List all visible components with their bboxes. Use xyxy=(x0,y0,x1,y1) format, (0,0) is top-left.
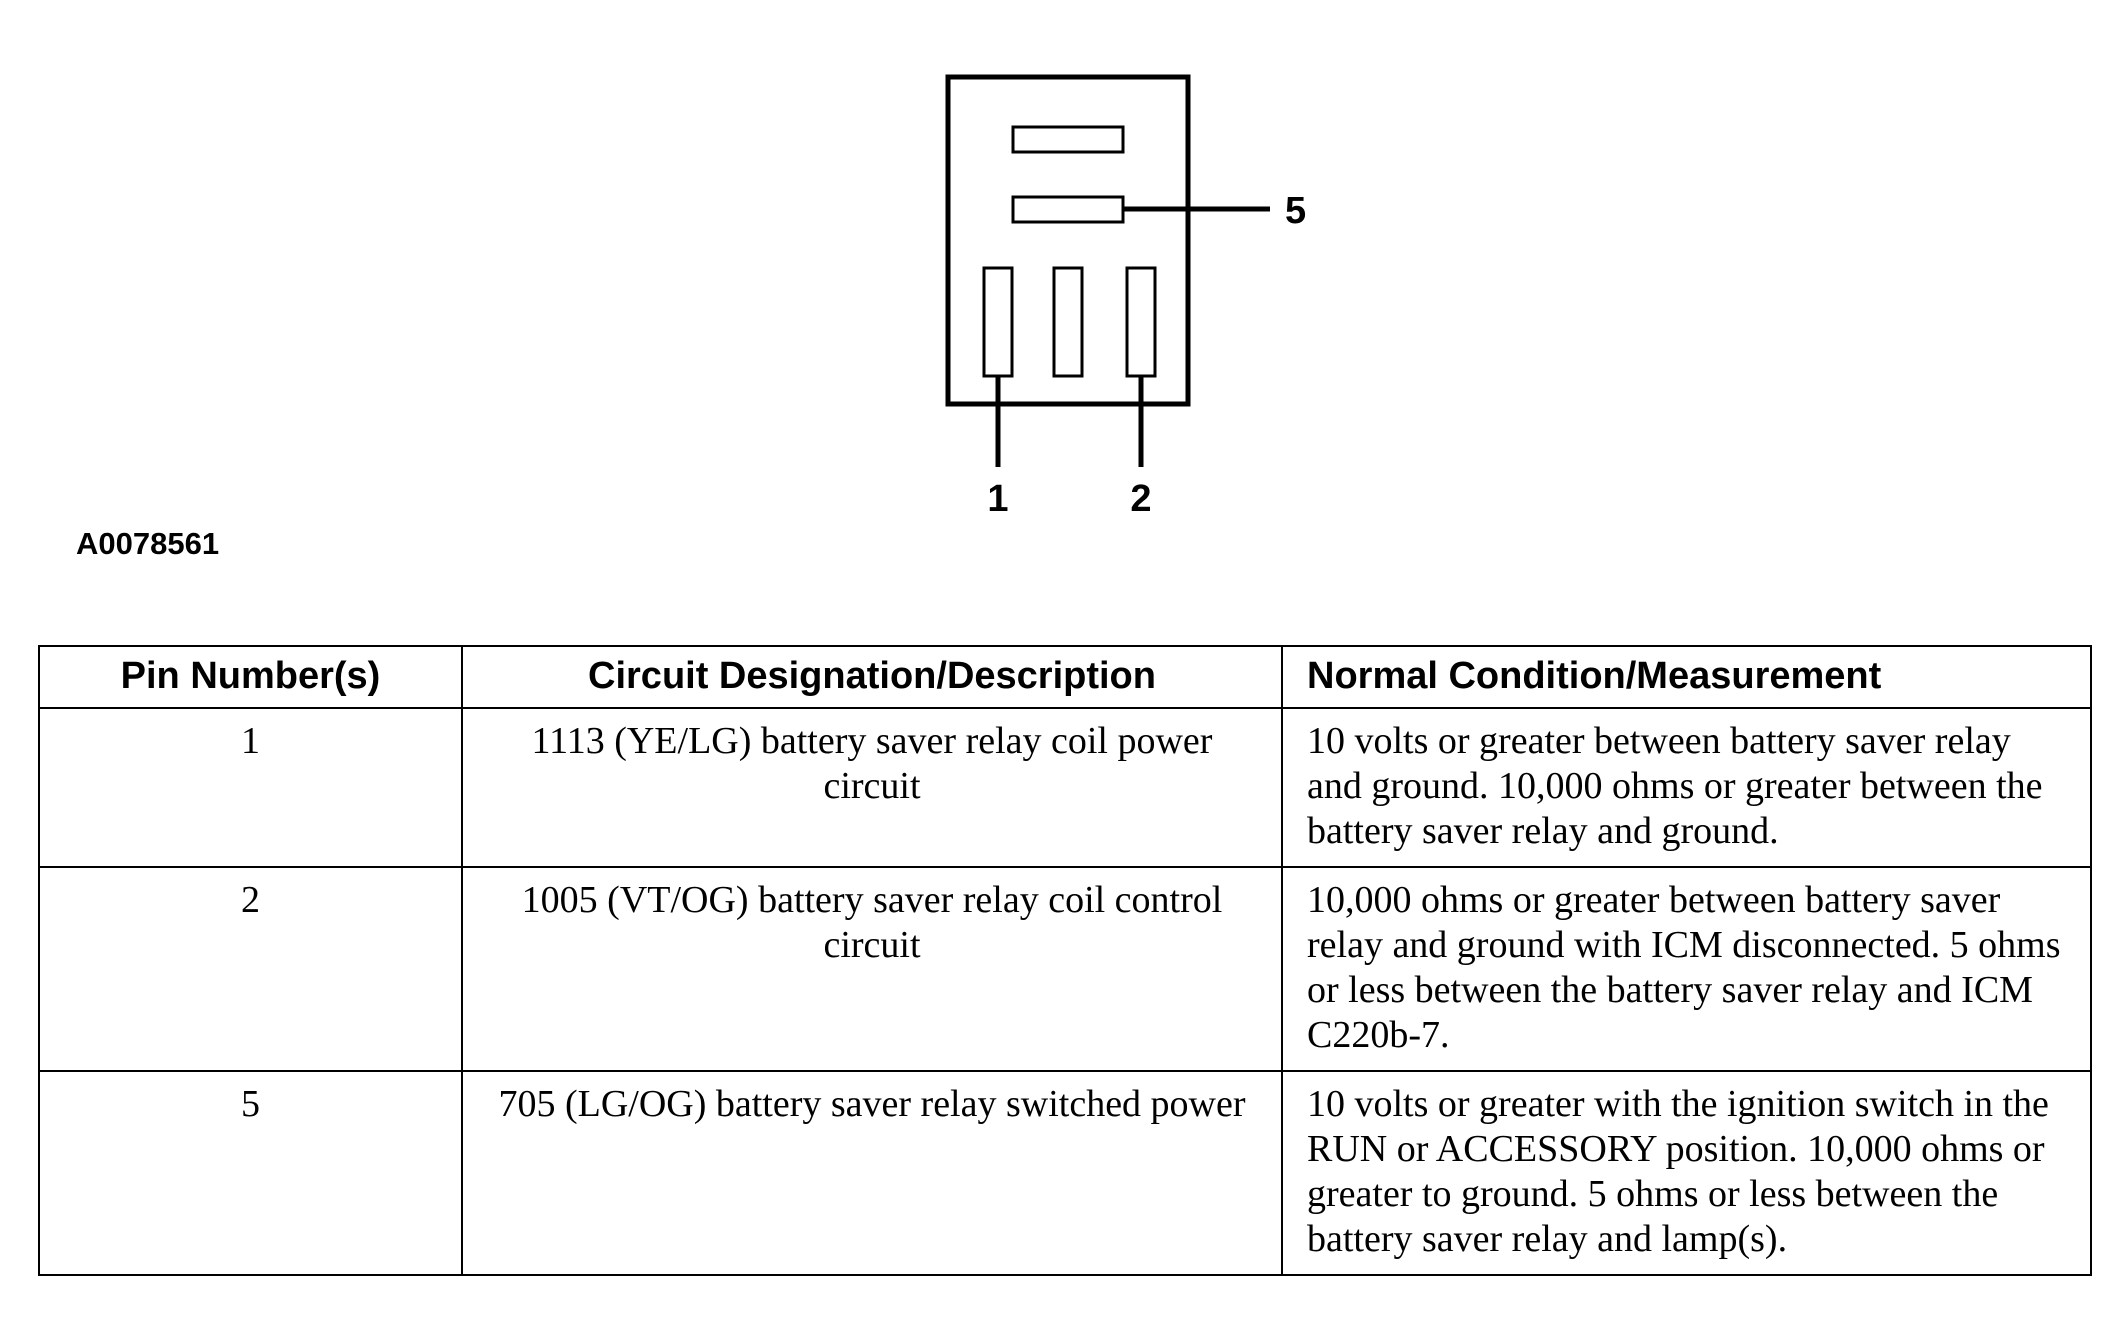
pin-table: Pin Number(s) Circuit Designation/Descri… xyxy=(38,645,2092,1276)
connector-diagram: 5 1 2 xyxy=(945,74,1306,520)
cell-pin: 1 xyxy=(38,707,463,868)
cell-circuit: 705 (LG/OG) battery saver relay switched… xyxy=(461,1070,1283,1276)
terminal-center-unused xyxy=(1052,266,1084,378)
cell-condition: 10,000 ohms or greater between battery s… xyxy=(1281,866,2092,1072)
connector-housing xyxy=(945,74,1191,407)
pin-label-5: 5 xyxy=(1285,190,1306,232)
table-row: 1 1113 (YE/LG) battery saver relay coil … xyxy=(38,707,2092,868)
terminal-pin-5 xyxy=(1011,195,1125,224)
table-row: 5 705 (LG/OG) battery saver relay switch… xyxy=(38,1070,2092,1276)
terminal-top-unused xyxy=(1011,125,1125,154)
header-normal-condition: Normal Condition/Measurement xyxy=(1281,645,2092,709)
cell-condition: 10 volts or greater between battery save… xyxy=(1281,707,2092,868)
table-row: 2 1005 (VT/OG) battery saver relay coil … xyxy=(38,866,2092,1072)
pin-label-2: 2 xyxy=(1130,478,1151,520)
cell-pin: 5 xyxy=(38,1070,463,1276)
figure-id: A0078561 xyxy=(76,526,220,561)
pin-label-1: 1 xyxy=(987,478,1008,520)
terminal-pin-2 xyxy=(1125,266,1157,378)
cell-condition: 10 volts or greater with the ignition sw… xyxy=(1281,1070,2092,1276)
cell-pin: 2 xyxy=(38,866,463,1072)
header-pin-numbers: Pin Number(s) xyxy=(38,645,463,709)
cell-circuit: 1113 (YE/LG) battery saver relay coil po… xyxy=(461,707,1283,868)
terminal-pin-1 xyxy=(982,266,1014,378)
header-circuit-designation: Circuit Designation/Description xyxy=(461,645,1283,709)
table-header-row: Pin Number(s) Circuit Designation/Descri… xyxy=(38,645,2092,709)
cell-circuit: 1005 (VT/OG) battery saver relay coil co… xyxy=(461,866,1283,1072)
